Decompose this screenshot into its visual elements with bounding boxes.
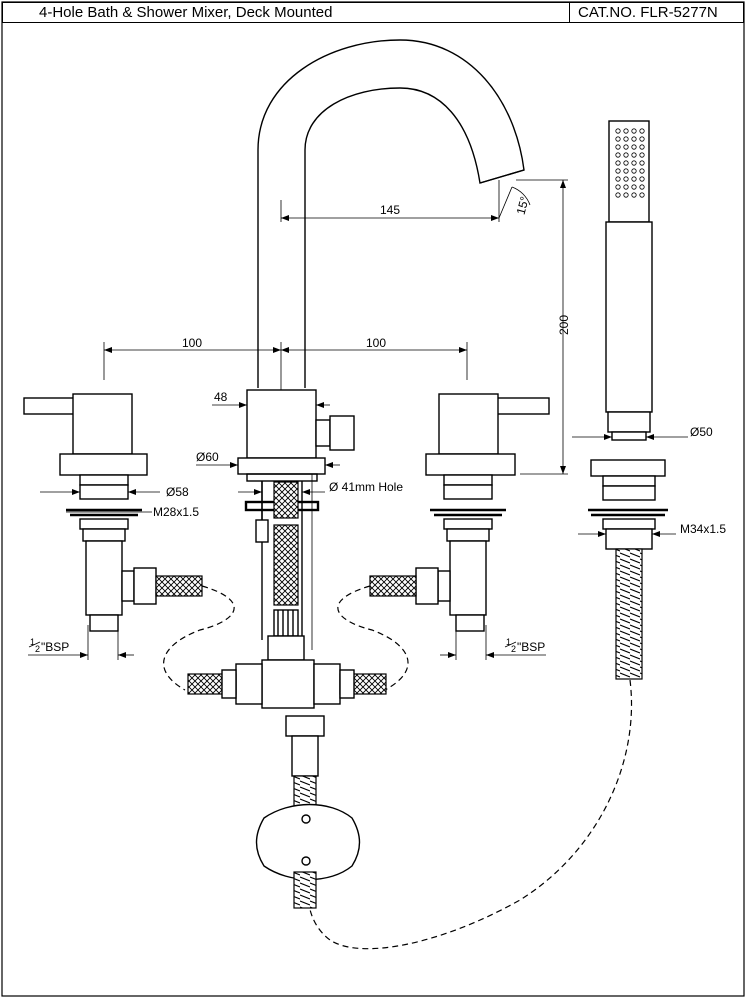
catalog-number: CAT.NO. FLR-5277N	[569, 3, 718, 23]
right-inlet-fraction-numerator: 1	[506, 637, 511, 647]
centre-dimensions: 100 100	[103, 336, 468, 392]
left-valve-thread-label: M28x1.5	[153, 505, 199, 519]
spout-height-dimension: 200	[516, 179, 571, 475]
right-inlet-dimension: 1 2 "BSP	[440, 625, 546, 660]
right-inlet-fraction-denominator: 2	[511, 644, 516, 654]
right-inlet-suffix: "BSP	[517, 640, 545, 654]
left-inlet-suffix: "BSP	[41, 640, 69, 654]
left-valve-flange-dimension: Ø58 M28x1.5	[40, 485, 199, 519]
right-centre-label: 100	[366, 336, 386, 350]
lever-offset-label: 48	[214, 390, 228, 404]
deck-hole-dimension: Ø 41mm Hole	[238, 480, 403, 495]
spout-reach-dimension: 145 15°	[280, 180, 532, 222]
left-inlet-fraction-numerator: 1	[30, 637, 35, 647]
handset-holder	[588, 459, 668, 680]
body-diameter-label: Ø60	[196, 450, 219, 464]
spout-angle-label: 15°	[514, 195, 532, 216]
right-valve	[369, 393, 550, 632]
handset-flange-dimension: Ø50 M34x1.5	[572, 425, 726, 537]
diverter-tee	[187, 635, 387, 811]
flexible-hose-paths	[163, 585, 633, 950]
left-valve-flange-label: Ø58	[166, 485, 189, 499]
spout-reach-label: 145	[380, 203, 400, 217]
product-title: 4-Hole Bath & Shower Mixer, Deck Mounted	[39, 4, 333, 21]
handset-spray-face	[615, 128, 645, 198]
spout	[257, 39, 525, 388]
handset-thread-label: M34x1.5	[680, 522, 726, 536]
left-valve	[23, 393, 203, 632]
mixer-body	[237, 389, 355, 650]
shower-handset	[605, 120, 653, 441]
left-inlet-fraction-denominator: 2	[35, 644, 40, 654]
lever-offset-dimension: 48	[212, 390, 330, 408]
hose-weight	[255, 803, 361, 909]
deck-hole-label: Ø 41mm Hole	[329, 480, 403, 494]
spout-height-label: 200	[557, 315, 571, 335]
handset-flange-label: Ø50	[690, 425, 713, 439]
body-diameter-dimension: Ø60	[196, 450, 340, 468]
left-inlet-dimension: 1 2 "BSP	[28, 625, 134, 660]
left-centre-label: 100	[182, 336, 202, 350]
